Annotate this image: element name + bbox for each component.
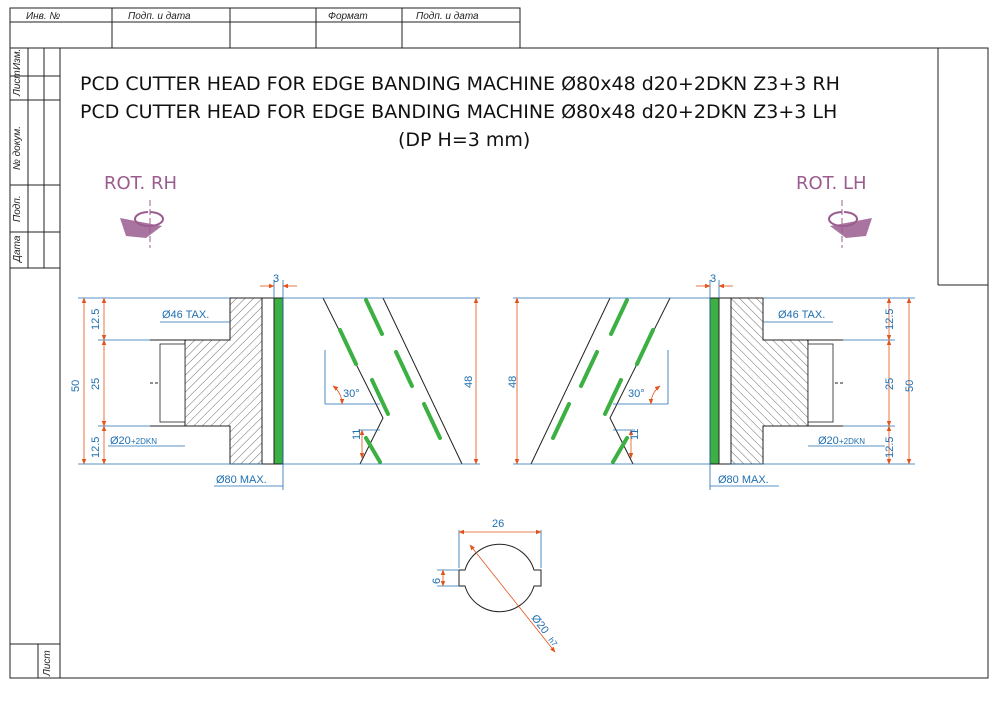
lh-h25-label: 25 xyxy=(884,378,896,390)
rh-d80-label: Ø80 MAX. xyxy=(216,474,267,486)
rh-dimension-labels: Ø46 TAX. Ø80 MAX. Ø20 +2DKN 50 12.5 25 1… xyxy=(70,273,475,486)
stamp-format: Формат xyxy=(328,11,368,22)
title-line-lh: PCD CUTTER HEAD FOR EDGE BANDING MACHINE… xyxy=(80,101,838,123)
stamp-sign-date-2: Подп. и дата xyxy=(416,11,479,22)
title-line-dp: (DP H=3 mm) xyxy=(398,129,531,151)
bore-width-label: 26 xyxy=(492,518,504,530)
drawing-frame xyxy=(9,7,989,679)
lh-insert-blades xyxy=(551,298,655,464)
rh-insert-blades xyxy=(338,298,442,464)
lh-section-view xyxy=(513,280,915,490)
stamp-sheet: Лист xyxy=(42,650,53,677)
rh-h25-label: 25 xyxy=(90,378,102,390)
stamp-sign-date-1: Подп. и дата xyxy=(128,11,191,22)
stamp-date: Дата xyxy=(12,235,23,263)
rh-d46-label: Ø46 TAX. xyxy=(162,309,209,321)
stamp-labels: Инв. № Подп. и дата Формат Подп. и дата … xyxy=(12,11,479,677)
rh-t3-label: 3 xyxy=(273,273,279,285)
rotation-lh-arrow-icon xyxy=(830,218,872,238)
lh-h50-label: 50 xyxy=(904,380,916,392)
bore-keyway-detail: 26 6 Ø20 h7 xyxy=(431,518,559,653)
rh-d20-label: Ø20 xyxy=(110,435,131,447)
bore-tolerance-label: h7 xyxy=(546,636,559,649)
lh-a30-label: 30° xyxy=(628,388,645,400)
stamp-sign: Подп. xyxy=(12,195,23,222)
lh-s11-label: 11 xyxy=(629,429,641,440)
stamp-inv-no: Инв. № xyxy=(26,11,60,22)
stamp-doc-no: № докум. xyxy=(12,126,23,170)
rh-section-view xyxy=(150,297,463,465)
lh-d46-label: Ø46 TAX. xyxy=(778,309,825,321)
stamp-izm: Изм. xyxy=(12,49,23,70)
lh-dimension-labels: Ø46 TAX. Ø80 MAX. Ø20 +2DKN 50 12.5 25 1… xyxy=(507,273,916,486)
rotation-lh-label: ROT. LH xyxy=(796,173,867,194)
lh-h12-bottom-label: 12.5 xyxy=(884,437,896,458)
title-line-rh: PCD CUTTER HEAD FOR EDGE BANDING MACHINE… xyxy=(80,73,840,95)
lh-insert-face xyxy=(709,297,720,465)
bore-diameter-label: Ø20 xyxy=(529,612,551,636)
lh-d20-suffix: +2DKN xyxy=(839,437,865,446)
rotation-rh-symbol: ROT. RH xyxy=(104,173,177,248)
lh-d80-label: Ø80 MAX. xyxy=(718,474,769,486)
rh-h48-label: 48 xyxy=(463,376,475,388)
lh-t3-label: 3 xyxy=(710,273,716,285)
rh-d20-suffix: +2DKN xyxy=(131,437,157,446)
rh-h12-top-label: 12.5 xyxy=(90,309,102,330)
rh-h50-label: 50 xyxy=(70,380,82,392)
stamp-list: Лист xyxy=(12,70,23,97)
lh-h48-label: 48 xyxy=(507,376,519,388)
rh-h12-bottom-label: 12.5 xyxy=(90,437,102,458)
lh-d20-label: Ø20 xyxy=(818,435,839,447)
lh-h12-top-label: 12.5 xyxy=(884,309,896,330)
rh-s11-label: 11 xyxy=(351,429,363,440)
key-height-label: 6 xyxy=(431,578,443,584)
rh-dimensions xyxy=(78,280,480,490)
rotation-rh-arrow-icon xyxy=(120,218,162,238)
rotation-lh-symbol: ROT. LH xyxy=(796,173,872,248)
rh-a30-label: 30° xyxy=(343,388,360,400)
rh-insert-face xyxy=(273,297,284,465)
rotation-rh-label: ROT. RH xyxy=(104,173,177,194)
